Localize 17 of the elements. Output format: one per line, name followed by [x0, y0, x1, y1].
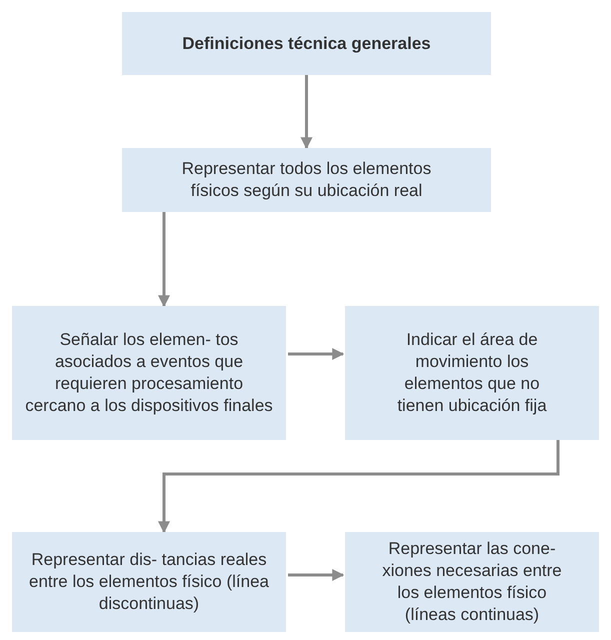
arrow — [288, 348, 344, 360]
process-box — [122, 12, 491, 75]
box-text: Representar dis- tancias reales entre los elementos físico (línea discontinuas) — [28, 549, 270, 615]
arrow — [158, 440, 560, 534]
box-text: Indicar el área de movimiento los elementos que no tienen ubicación fija — [396, 329, 548, 417]
process-box — [12, 532, 286, 632]
arrow — [300, 75, 312, 150]
box-text: Señalar los elemen- tos asociados a eventos que requieren procesamiento cercano a los dispositivos finales — [24, 329, 274, 417]
process-box — [12, 306, 286, 440]
box-text: Representar las cone- xiones necesarias entre los elementos físico (líneas continuas) — [381, 538, 563, 626]
process-box — [122, 148, 491, 212]
arrow — [158, 212, 170, 308]
arrow — [288, 569, 344, 581]
process-box — [345, 306, 599, 440]
box-text: Definiciones técnica generales — [181, 32, 432, 54]
process-box — [345, 532, 599, 632]
box-text: Representar todos los elementos físicos según su ubicación real — [180, 158, 432, 202]
